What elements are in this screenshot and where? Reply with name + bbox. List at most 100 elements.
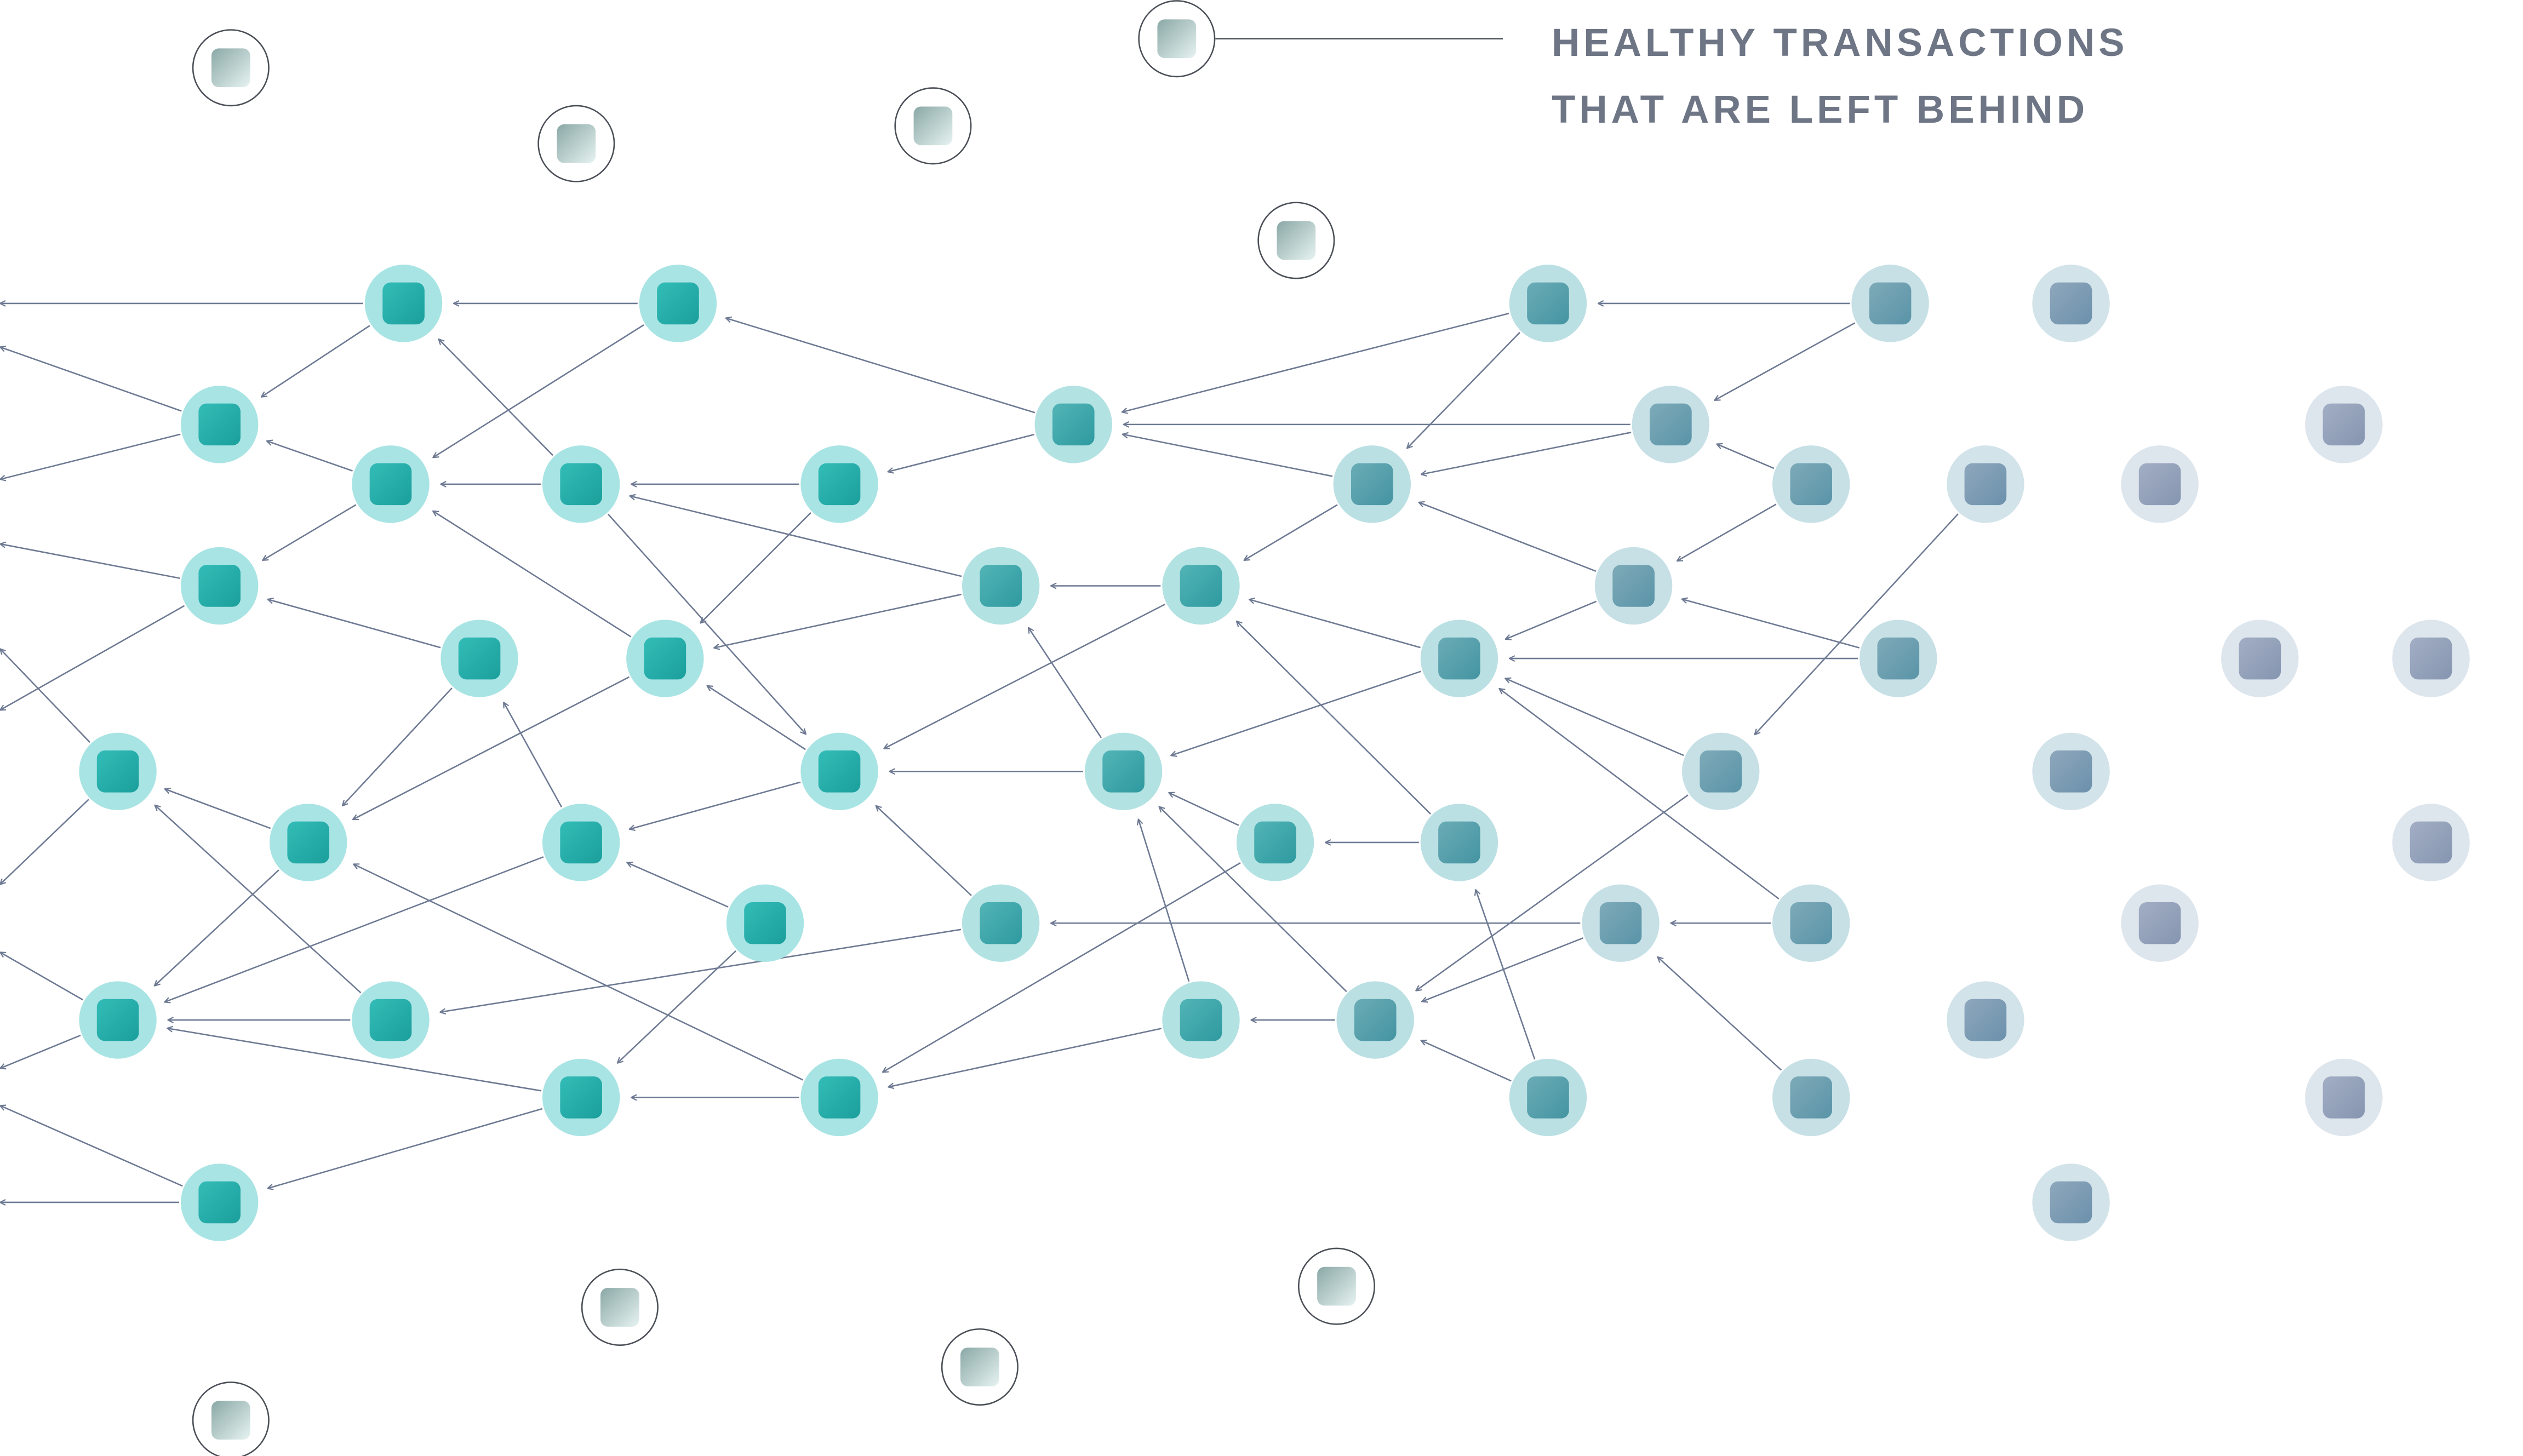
dependency-arrow	[617, 950, 736, 1063]
transaction-node	[1034, 386, 1112, 463]
caption-line-2: THAT ARE LEFT BEHIND	[1552, 88, 2089, 131]
dependency-arrow	[267, 441, 353, 472]
transaction-node	[270, 804, 347, 881]
transaction-node	[800, 445, 878, 523]
transaction-node	[1947, 445, 2024, 523]
dependency-arrow	[1237, 621, 1432, 815]
orphan-transaction	[894, 87, 972, 165]
orphan-transaction	[537, 105, 615, 182]
transaction-node	[1162, 981, 1240, 1059]
dependency-arrow	[627, 863, 729, 908]
dependency-arrow	[607, 513, 806, 735]
dependency-arrow	[888, 433, 1035, 472]
transaction-node	[1333, 445, 1411, 523]
transaction-node	[1582, 884, 1660, 962]
orphan-transaction	[1257, 202, 1335, 279]
dependency-arrow	[0, 649, 90, 743]
transaction-node	[2392, 620, 2470, 697]
dependency-arrow	[1682, 599, 1860, 649]
dependency-arrow	[630, 781, 801, 829]
transaction-node	[2032, 1163, 2110, 1241]
transaction-node	[1420, 804, 1498, 881]
transaction-node	[1594, 547, 1673, 625]
dependency-arrow	[700, 512, 811, 623]
dependency-arrow	[1244, 504, 1338, 560]
caption-line-1: HEALTHY TRANSACTIONS	[1552, 21, 2129, 65]
transaction-node	[180, 547, 259, 625]
transaction-node	[2121, 445, 2199, 523]
dependency-arrow	[167, 1028, 542, 1092]
dependency-arrow	[0, 799, 89, 884]
orphan-transaction	[1297, 1247, 1376, 1325]
dependency-arrow	[0, 347, 182, 412]
transaction-node	[1509, 1058, 1587, 1137]
transaction-node	[800, 732, 878, 811]
transaction-node	[2305, 386, 2383, 463]
dependency-arrow	[268, 599, 441, 649]
transaction-node	[1632, 386, 1710, 463]
transaction-node	[2032, 265, 2110, 342]
transaction-node	[79, 981, 157, 1059]
orphan-transaction	[192, 1382, 270, 1456]
dependency-arrow	[440, 928, 962, 1012]
transaction-node	[1682, 732, 1760, 811]
transaction-node	[352, 445, 430, 523]
transaction-node	[2032, 732, 2110, 811]
transaction-node	[2121, 884, 2199, 962]
dependency-arrow	[0, 605, 185, 710]
dependency-arrow	[1123, 434, 1333, 477]
dependency-arrow	[1122, 312, 1509, 412]
dependency-arrow	[1506, 600, 1597, 639]
transaction-node	[79, 732, 157, 811]
dependency-arrow	[1159, 806, 1347, 993]
transaction-node	[180, 386, 259, 463]
dependency-arrow	[1422, 937, 1584, 1001]
dependency-arrow	[164, 856, 544, 1002]
dependency-arrow	[1421, 1040, 1512, 1082]
transaction-node	[962, 884, 1040, 962]
dependency-arrow	[1169, 793, 1239, 826]
transaction-node	[1947, 981, 2024, 1059]
transaction-node	[1162, 547, 1240, 625]
dependency-arrow	[1657, 957, 1782, 1071]
dependency-arrow	[1171, 670, 1422, 756]
dependency-arrow	[1028, 628, 1102, 738]
dependency-arrow	[1717, 444, 1775, 469]
edges-layer	[0, 303, 1959, 1202]
transaction-node	[440, 620, 518, 697]
transaction-node	[639, 265, 717, 342]
dependency-arrow	[876, 806, 972, 896]
dependency-arrow	[353, 676, 630, 821]
transaction-node	[542, 1058, 620, 1137]
dependency-arrow	[267, 1108, 543, 1189]
dependency-arrow	[1714, 322, 1856, 400]
transaction-node	[1236, 804, 1314, 881]
dependency-arrow	[1505, 678, 1684, 756]
transaction-node	[2305, 1058, 2383, 1137]
transaction-node	[962, 547, 1040, 625]
dependency-arrow	[714, 593, 962, 648]
transaction-node	[800, 1058, 878, 1137]
dependency-arrow	[0, 433, 181, 479]
transaction-node	[364, 265, 443, 342]
dependency-arrow	[1139, 819, 1190, 982]
dependency-arrow	[1418, 502, 1597, 572]
dependency-arrow	[630, 496, 962, 577]
dependency-arrow	[1249, 599, 1421, 649]
dependency-arrow	[0, 544, 180, 579]
transaction-node	[1772, 445, 1850, 523]
orphan-transaction	[1138, 0, 1216, 78]
transaction-node	[352, 981, 430, 1059]
dependency-arrow	[1677, 503, 1777, 561]
dependency-arrow	[342, 687, 453, 806]
dependency-arrow	[1407, 331, 1521, 449]
transaction-node	[1772, 884, 1850, 962]
dependency-arrow	[353, 864, 804, 1081]
dependency-arrow	[1421, 432, 1632, 474]
orphan-transaction	[581, 1268, 659, 1346]
dependency-arrow	[504, 702, 563, 808]
dependency-arrow	[0, 952, 83, 1001]
dependency-arrow	[726, 318, 1035, 414]
